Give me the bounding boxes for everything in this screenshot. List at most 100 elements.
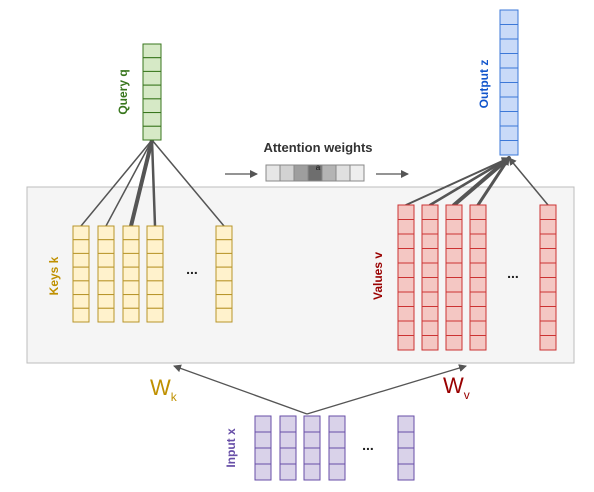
query-vector-cell: [142, 112, 162, 127]
value-vector-cell: [469, 233, 487, 249]
key-vector-cell: [122, 307, 140, 323]
key-vector-cell: [72, 252, 90, 268]
input-vector-cell: [303, 415, 321, 433]
value-vector-cell: [445, 248, 463, 264]
attention-weight-cell: [279, 164, 295, 182]
query-vector-cell: [142, 57, 162, 72]
value-vector-cell: [445, 320, 463, 336]
input-vector-cell: [279, 447, 297, 465]
value-vector-cell: [445, 291, 463, 307]
input-ellipsis: ...: [362, 437, 374, 453]
value-vector-cell: [469, 219, 487, 235]
wk-main: W: [150, 375, 171, 400]
value-vector-cell: [445, 219, 463, 235]
input-vector-cell: [303, 431, 321, 449]
value-vector-cell: [397, 262, 415, 278]
query-vector-cell: [142, 84, 162, 100]
value-vector-cell: [421, 335, 439, 351]
key-vector: [72, 225, 90, 323]
vector-blocks: [72, 9, 557, 481]
value-vector-cell: [397, 306, 415, 322]
input-vector-cell: [397, 447, 415, 465]
key-vector-cell: [122, 252, 140, 268]
query-vector: [142, 43, 162, 141]
input-vector: [279, 415, 297, 481]
value-vector-cell: [397, 219, 415, 235]
output-vector-cell: [499, 82, 519, 98]
key-vector: [215, 225, 233, 323]
key-vector-cell: [97, 307, 115, 323]
value-vector-cell: [421, 262, 439, 278]
value-vector-cell: [445, 306, 463, 322]
wv-main: W: [443, 373, 464, 398]
value-vector-cell: [445, 262, 463, 278]
output-vector-cell: [499, 111, 519, 127]
attention-weight-cell: [265, 164, 281, 182]
output-vector-cell: [499, 53, 519, 69]
key-vector: [122, 225, 140, 323]
value-vector-cell: [397, 233, 415, 249]
query-key-edge: [80, 139, 153, 227]
key-vector-cell: [97, 266, 115, 282]
key-vector-cell: [122, 239, 140, 254]
input-vector-cell: [279, 463, 297, 481]
value-output-edge: [428, 156, 511, 207]
value-vector-cell: [421, 306, 439, 322]
key-vector-cell: [215, 280, 233, 296]
key-vector-cell: [215, 225, 233, 241]
key-vector-cell: [215, 239, 233, 254]
value-vector-cell: [539, 320, 557, 336]
value-vector-cell: [421, 291, 439, 307]
value-vector-cell: [539, 277, 557, 293]
query-vector-cell: [142, 98, 162, 114]
key-vector-cell: [122, 225, 140, 241]
key-vector-cell: [72, 239, 90, 254]
value-vector-cell: [445, 335, 463, 351]
key-vector-cell: [215, 307, 233, 323]
query-key-edge: [150, 138, 157, 228]
output-vector-cell: [499, 38, 519, 54]
key-vector-cell: [97, 239, 115, 254]
value-output-edge: [508, 157, 549, 206]
input-vector-cell: [328, 431, 346, 449]
value-vector-cell: [469, 204, 487, 220]
input-vector-cell: [279, 415, 297, 433]
value-vector-cell: [421, 277, 439, 293]
attention-weight-cell: [349, 164, 365, 182]
query-vector-cell: [142, 70, 162, 86]
output-label: Output z: [477, 60, 491, 109]
output-vector-cell: [499, 9, 519, 25]
attention-weight-cell: [293, 164, 309, 182]
keys-ellipsis: ...: [186, 261, 198, 277]
key-vector-cell: [72, 266, 90, 282]
key-vector-cell: [97, 280, 115, 296]
input-vector-cell: [303, 463, 321, 481]
value-vector: [539, 204, 557, 351]
query-vector-cell: [142, 43, 162, 59]
key-vector-cell: [72, 294, 90, 309]
value-vector: [469, 204, 487, 351]
value-vector-cell: [421, 233, 439, 249]
connection-lines: [80, 138, 549, 415]
output-vector-cell: [499, 125, 519, 141]
wv-projection-arrow: [306, 364, 467, 415]
input-vector: [303, 415, 321, 481]
input-vector-cell: [254, 447, 272, 465]
query-key-edge: [151, 139, 225, 227]
input-vector-cell: [397, 463, 415, 481]
key-vector-cell: [215, 266, 233, 282]
value-vector-cell: [421, 219, 439, 235]
value-vector-cell: [539, 233, 557, 249]
key-vector-cell: [146, 225, 164, 241]
input-vector: [328, 415, 346, 481]
value-output-edge: [405, 157, 510, 206]
input-vector-cell: [254, 463, 272, 481]
output-vector: [499, 9, 519, 156]
value-vector: [397, 204, 415, 351]
input-label: Input x: [224, 428, 238, 468]
key-vector: [97, 225, 115, 323]
value-vector: [421, 204, 439, 351]
value-vector-cell: [469, 262, 487, 278]
value-vector-cell: [539, 335, 557, 351]
